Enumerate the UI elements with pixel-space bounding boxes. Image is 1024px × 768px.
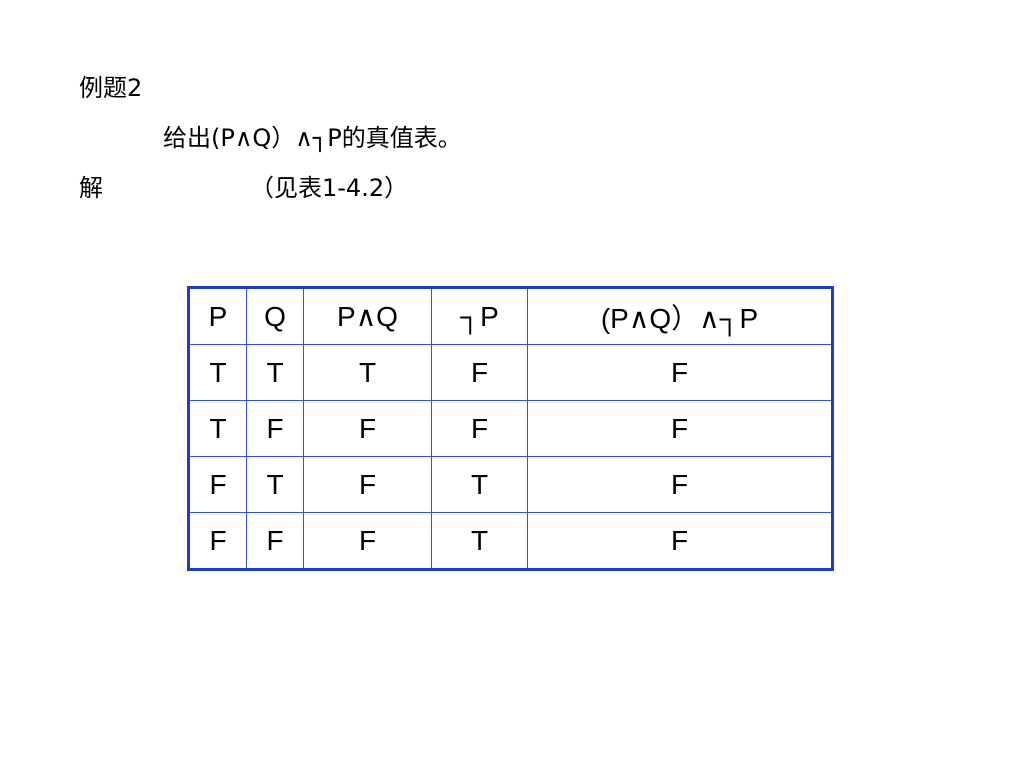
table-cell: T xyxy=(188,344,247,401)
table-cell: F xyxy=(527,400,833,457)
table-cell: T xyxy=(246,344,304,401)
table-cell: T xyxy=(431,456,528,513)
table-cell: F xyxy=(246,512,304,570)
table-cell: F xyxy=(246,400,304,457)
table-row: T F F F F xyxy=(188,400,833,457)
table-cell: F xyxy=(527,456,833,513)
header-cell-not-p: ┐P xyxy=(431,287,528,345)
question-text: 给出(P∧Q）∧┐P的真值表。 xyxy=(163,124,462,152)
table-cell: T xyxy=(188,400,247,457)
table-row: F F F T F xyxy=(188,512,833,570)
table-cell: F xyxy=(188,512,247,570)
table-cell: F xyxy=(303,400,432,457)
table-cell: F xyxy=(527,344,833,401)
table-reference: （见表1-4.2） xyxy=(250,174,409,202)
table-cell: F xyxy=(188,456,247,513)
example-title: 例题2 xyxy=(79,74,143,102)
table-row: F T F T F xyxy=(188,456,833,513)
header-cell-q: Q xyxy=(246,287,304,345)
header-cell-p-and-q: P∧Q xyxy=(303,287,432,345)
table-cell: T xyxy=(431,512,528,570)
table-cell: F xyxy=(303,512,432,570)
table-cell: F xyxy=(431,344,528,401)
table-header-row: P Q P∧Q ┐P (P∧Q）∧┐P xyxy=(188,287,833,345)
answer-label: 解 xyxy=(79,174,103,202)
table-cell: T xyxy=(303,344,432,401)
table-cell: F xyxy=(431,400,528,457)
table-cell: T xyxy=(246,456,304,513)
truth-table: P Q P∧Q ┐P (P∧Q）∧┐P T T T F F T F F F F … xyxy=(187,286,834,571)
header-cell-result: (P∧Q）∧┐P xyxy=(527,287,833,345)
table-row: T T T F F xyxy=(188,344,833,401)
header-cell-p: P xyxy=(188,287,247,345)
table-cell: F xyxy=(303,456,432,513)
table-cell: F xyxy=(527,512,833,570)
